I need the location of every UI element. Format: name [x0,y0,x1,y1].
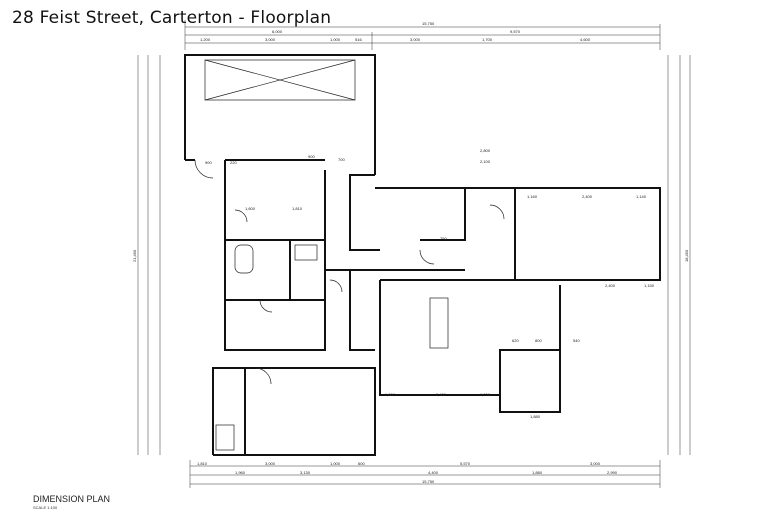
kitchen-island [429,297,449,349]
top-dim: 1,200 [200,37,211,42]
top-dimension-lines: 15,750 6,000 9,570 1,200 3,000 1,000 516… [184,20,661,50]
bottom-dim: 3,000 [590,461,601,466]
shower [215,424,235,451]
bottom-dim: 1,810 [197,461,208,466]
interior-dim: 900 [205,160,212,165]
bottom-dim: 3,130 [300,470,311,475]
top-dim: 1,700 [482,37,493,42]
bottom-total-dim: 15,750 [422,479,435,484]
top-dim: 516 [355,37,362,42]
interior-dim: 2,400 [436,392,447,397]
bottom-dim: 600 [358,461,365,466]
interior-dim: 1,000 [480,392,491,397]
interior-dim: 2,400 [605,283,616,288]
top-dim: 9,570 [510,29,521,34]
interior-dim: 1,000 [385,392,396,397]
interior-dim: 1,160 [527,194,538,199]
door-swing [259,299,273,313]
bottom-dim: 2,990 [607,470,618,475]
bathtub [234,244,254,274]
bottom-dimension-lines: 1,810 3,000 1,000 600 5,570 3,000 1,960 … [189,460,661,488]
interior-dim: 2,100 [480,159,491,164]
top-dim: 4,600 [580,37,591,42]
interior-dim: 700 [338,157,345,162]
bottom-dim: 1,880 [532,470,543,475]
top-dim: 1,000 [330,37,341,42]
top-total-dim: 15,750 [422,21,435,26]
bottom-dim: 5,570 [460,461,471,466]
door-swing [234,209,248,223]
top-dim: 3,000 [410,37,421,42]
bottom-dim: 3,000 [265,461,276,466]
top-dim: 6,000 [272,29,283,34]
interior-dim: 2,400 [582,194,593,199]
garage-door [204,59,356,101]
interior-dim: 1,600 [245,206,256,211]
left-total-dim: 21,490 [132,249,137,262]
top-dim: 3,000 [265,37,276,42]
plan-label: DIMENSION PLAN [33,494,111,504]
bottom-dim: 4,400 [428,470,439,475]
interior-dim: 1,140 [636,194,647,199]
door-swing [419,249,435,265]
interior-dim: 1,150 [644,283,655,288]
interior-dim: 900 [308,154,315,159]
door-swing [329,279,343,293]
interior-dim: 220 [230,160,237,165]
page-title: 28 Feist Street, Carterton - Floorplan [12,8,332,28]
interior-dim: 1,810 [292,206,303,211]
interior-dim: 2,800 [480,148,491,153]
interior-dim: 800 [535,338,542,343]
door-swing [194,159,214,179]
interior-dim: 1,880 [530,414,541,419]
interior-dim: 750 [440,236,447,241]
bottom-dim: 1,000 [330,461,341,466]
interior-dim: 620 [512,338,519,343]
door-swing [254,367,272,385]
door-swing [489,204,505,220]
interior-dimensions: 900 220 700 900 1,600 1,810 2,800 2,100 … [205,148,655,419]
interior-dim: 540 [573,338,580,343]
bottom-dim: 1,960 [235,470,246,475]
right-total-dim: 18,450 [684,249,689,262]
side-dimension-lines: 21,490 18,450 [132,55,691,455]
plan-scale: SCALE 1:100 [33,505,58,510]
walls [184,54,661,456]
shower [294,244,318,261]
